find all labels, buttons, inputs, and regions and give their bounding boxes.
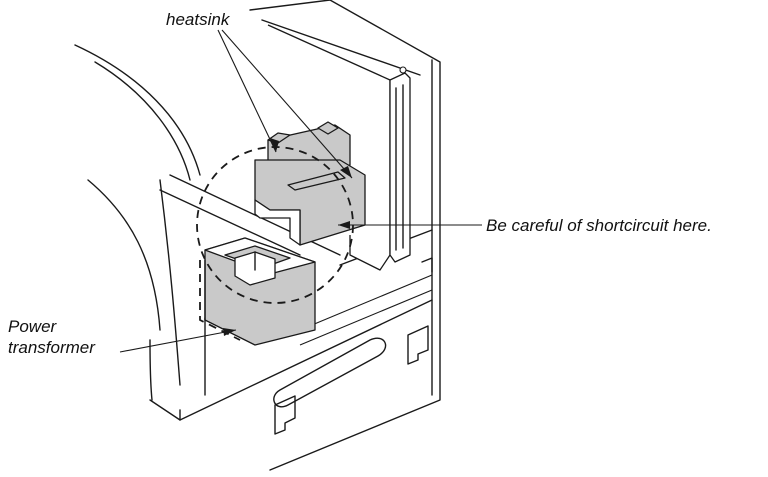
- curved-panel: [74, 44, 201, 401]
- power-transformer: [199, 237, 316, 346]
- heatsink-arrow-1: [270, 138, 279, 152]
- power-transformer-label-line1: Power: [8, 317, 57, 336]
- heatsink-leader-1: [217, 29, 277, 153]
- power-transformer-label-line2: transformer: [8, 338, 95, 357]
- transformer-arrow: [223, 328, 236, 336]
- caution-arrow: [338, 221, 350, 229]
- heatsink-lower: [254, 159, 366, 246]
- chassis-frame: [149, 0, 441, 471]
- heatsink-leader-2: [221, 29, 353, 179]
- heatsink-label: heatsink: [166, 10, 230, 29]
- caution-label: Be careful of shortcircuit here.: [486, 216, 712, 235]
- leader-lines: [119, 29, 482, 353]
- transformer-leader: [119, 329, 237, 353]
- heatsink-arrow-2: [340, 166, 352, 178]
